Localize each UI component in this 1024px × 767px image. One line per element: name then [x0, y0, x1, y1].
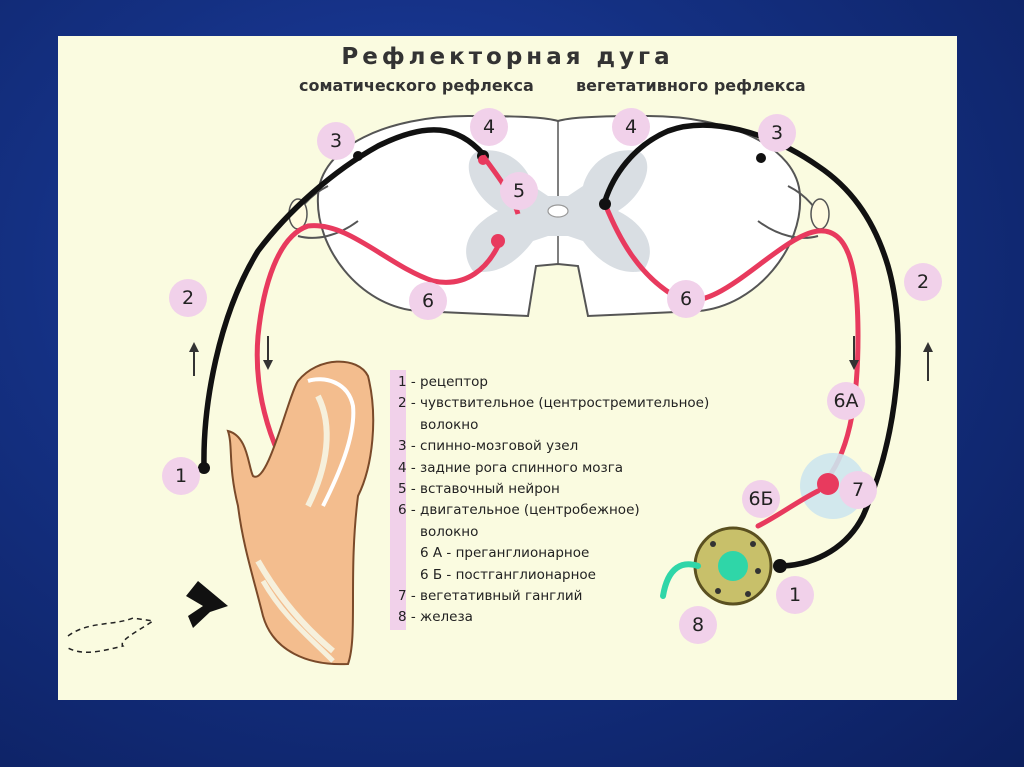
arm-illustration — [67, 360, 375, 666]
legend-item: 5 - вставочный нейрон — [398, 481, 560, 498]
marker-6a: 6А — [827, 382, 865, 420]
diagram-panel: Рефлекторная дуга соматического рефлекса… — [58, 36, 957, 700]
marker-6-right: 6 — [667, 280, 705, 318]
legend-item: 8 - железа — [398, 609, 473, 626]
marker-1-right: 1 — [776, 576, 814, 614]
legend-item: 3 - спинно-мозговой узел — [398, 438, 579, 455]
marker-5-center: 5 — [500, 172, 538, 210]
legend-item: волокно — [420, 523, 479, 540]
marker-6-left: 6 — [409, 282, 447, 320]
legend-item: волокно — [420, 416, 479, 433]
marker-8: 8 — [679, 606, 717, 644]
marker-3-left: 3 — [317, 122, 355, 160]
marker-4-left: 4 — [470, 108, 508, 146]
legend-item: 4 - задние рога спинного мозга — [398, 459, 624, 476]
diagram-title: Рефлекторная дуга — [341, 44, 674, 70]
spinal-cord-section — [288, 114, 830, 318]
legend-item: 2 - чувствительное (центростремительное) — [398, 395, 710, 412]
subtitle-vegetative: вегетативного рефлекса — [576, 76, 806, 95]
legend-item: 6 А - преганглионарное — [420, 545, 590, 562]
marker-3-right: 3 — [758, 114, 796, 152]
legend: 1 - рецептор 2 - чувствительное (центрос… — [390, 370, 718, 630]
legend-item: 6 Б - постганглионарное — [420, 566, 596, 583]
marker-1-left: 1 — [162, 457, 200, 495]
legend-item: 7 - вегетативный ганглий — [398, 588, 583, 605]
marker-6b: 6Б — [742, 480, 780, 518]
legend-accent-bar — [390, 370, 406, 630]
legend-item: 1 - рецептор — [398, 374, 488, 390]
right-sensory-fiber — [602, 122, 901, 569]
marker-2-right: 2 — [904, 263, 942, 301]
gland — [660, 526, 773, 606]
left-motor-fiber — [254, 223, 501, 497]
marker-4-right: 4 — [612, 108, 650, 146]
legend-item: 6 - двигательное (центробежное) — [398, 502, 640, 519]
left-sensory-fiber — [201, 127, 486, 469]
subtitle-somatic: соматического рефлекса — [299, 76, 534, 95]
reflex-arc-illustration — [67, 114, 933, 666]
marker-7: 7 — [839, 471, 877, 509]
marker-2-left: 2 — [169, 279, 207, 317]
